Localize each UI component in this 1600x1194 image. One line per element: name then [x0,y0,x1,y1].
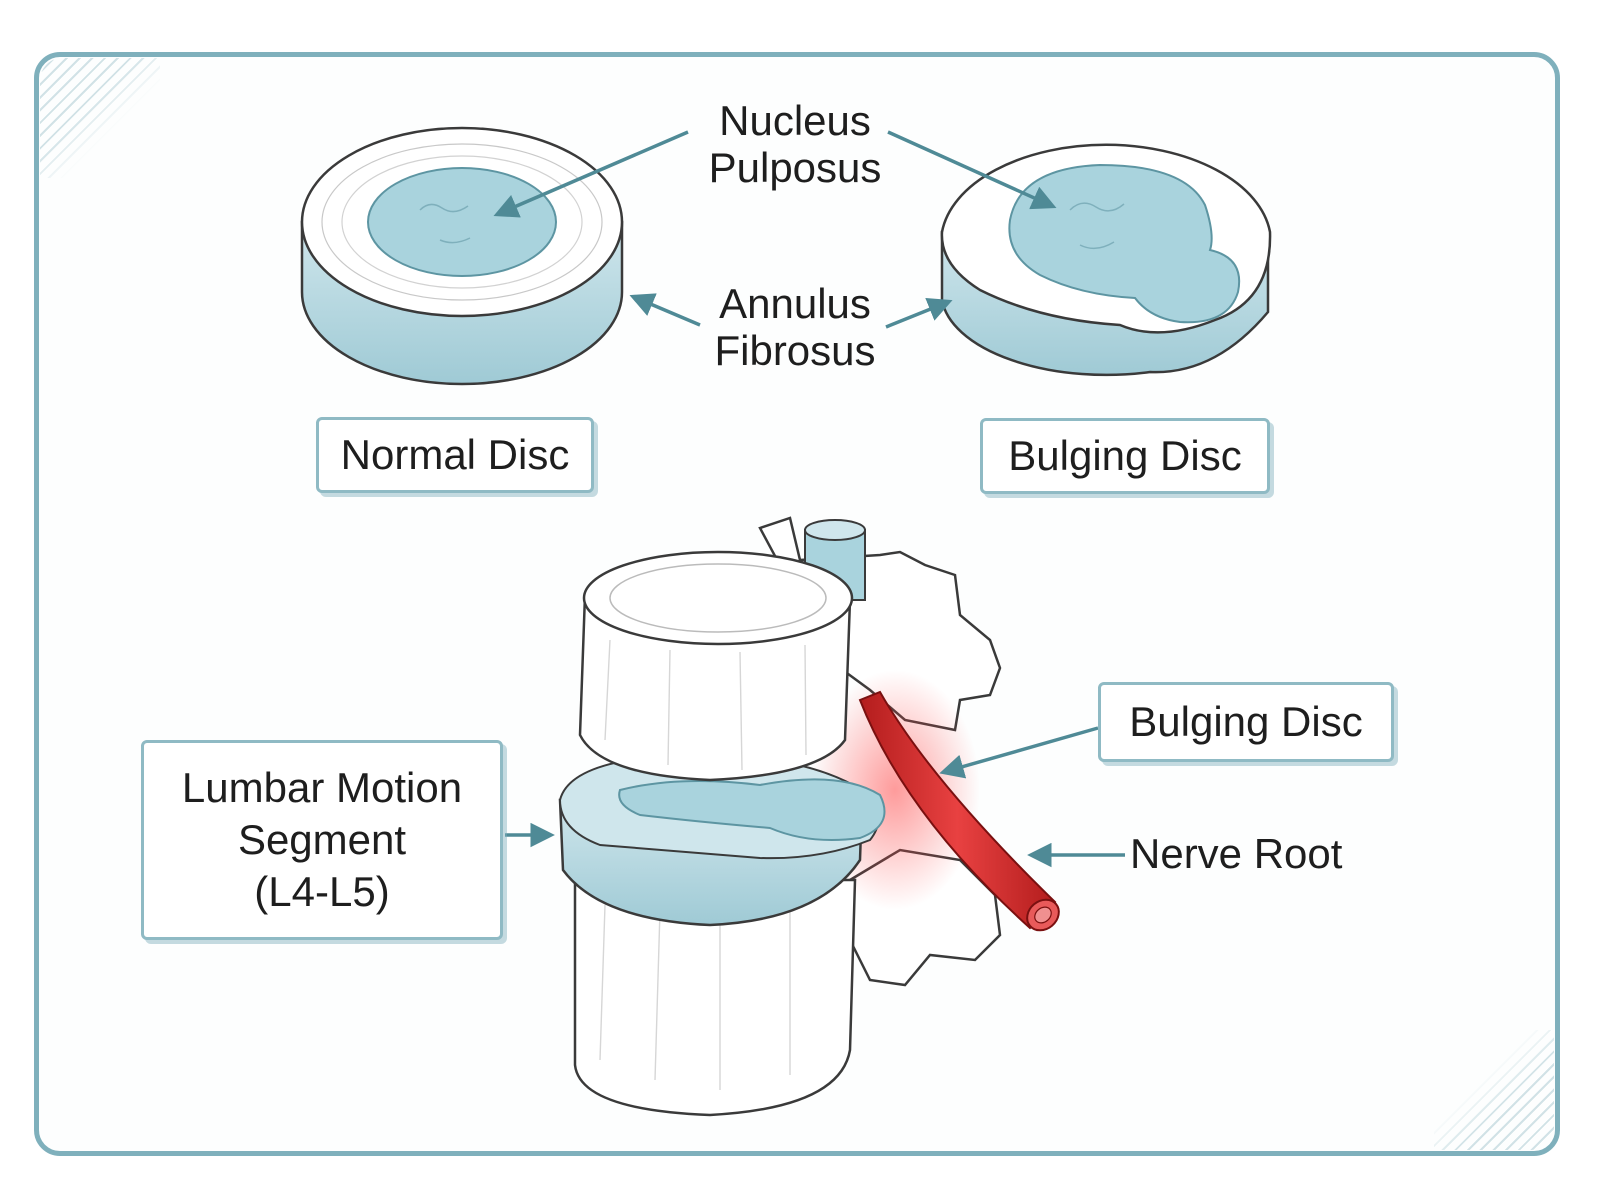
nucleus-pulposus-label: Nucleus Pulposus [690,97,900,191]
lumbar-segment-drawing [558,516,1060,1117]
segment-line1: Lumbar Motion [181,763,463,811]
normal-disc-drawing [300,126,624,386]
bulging-disc-top-label: Bulging Disc [980,418,1270,494]
annulus-fibrosus-line1: Annulus [719,280,871,327]
nucleus-pulposus-line2: Pulposus [708,144,882,192]
nucleus-pulposus-line1: Nucleus [719,97,871,144]
annulus-fibrosus-line2: Fibrosus [714,327,876,375]
normal-disc-label: Normal Disc [316,417,594,493]
nerve-root-label: Nerve Root [1130,830,1343,877]
lumbar-segment-label: Lumbar Motion Segment (L4-L5) [141,740,503,940]
segment-line3: (L4-L5) [254,868,390,916]
segment-line2: Segment [237,815,407,863]
arrow-bulging-disc-segment [939,726,1099,779]
corner-hatching [1434,1030,1554,1150]
arrow-annulus-normal [629,293,701,327]
corner-hatching [40,58,160,178]
bulging-disc-segment-label: Bulging Disc [1098,682,1394,762]
arrow-nucleus-bulging [887,130,1057,210]
annulus-fibrosus-label: Annulus Fibrosus [690,280,900,374]
arrow-nucleus-normal [493,130,689,218]
arrow-annulus-bulging [885,297,953,329]
